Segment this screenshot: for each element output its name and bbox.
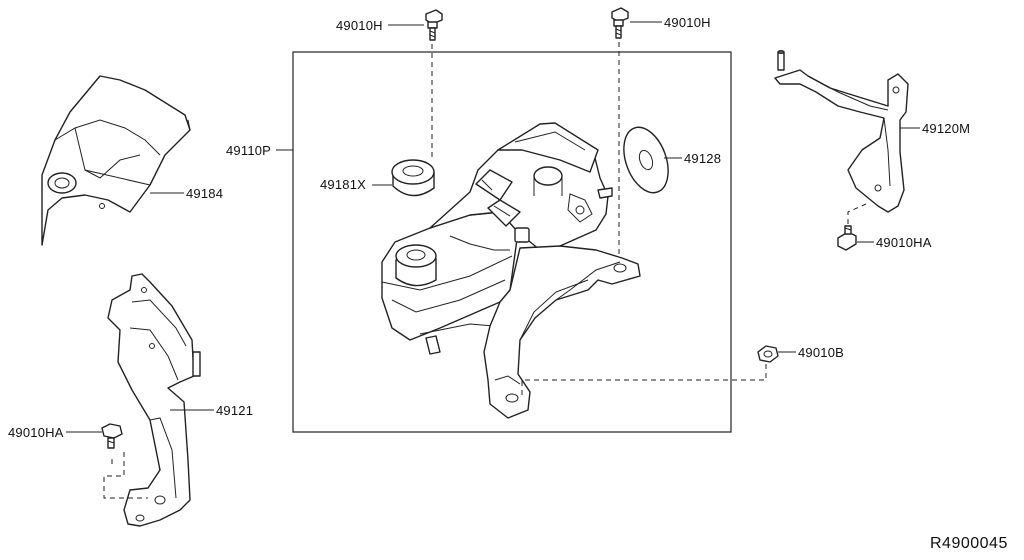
grommet-part[interactable] [391, 159, 435, 197]
washer-part[interactable] [616, 121, 677, 199]
bolt-top-left[interactable] [425, 9, 443, 41]
nut-part[interactable] [757, 345, 779, 363]
label-bracket-right: 49120M [922, 121, 970, 136]
reference-code: R4900045 [930, 535, 1008, 552]
label-nut: 49010B [798, 345, 844, 360]
bolt-top-right[interactable] [611, 7, 629, 39]
label-bolt-top-right: 49010H [664, 15, 711, 30]
bolt-right[interactable] [837, 225, 857, 251]
bracket-left-part[interactable] [107, 273, 201, 527]
label-cover: 49184 [186, 186, 223, 201]
cover-part[interactable] [41, 75, 191, 246]
label-assembly: 49110P [226, 143, 271, 158]
label-bolt-right: 49010HA [876, 235, 932, 250]
assembly-frame [292, 51, 732, 433]
label-washer: 49128 [684, 151, 721, 166]
label-bolt-top-left: 49010H [336, 18, 383, 33]
bolt-left[interactable] [101, 423, 123, 449]
label-grommet: 49181X [320, 177, 366, 192]
label-bolt-left: 49010HA [8, 425, 64, 440]
main-assembly[interactable] [381, 122, 641, 419]
bracket-right-part[interactable] [774, 50, 909, 213]
label-bracket-left: 49121 [216, 403, 253, 418]
